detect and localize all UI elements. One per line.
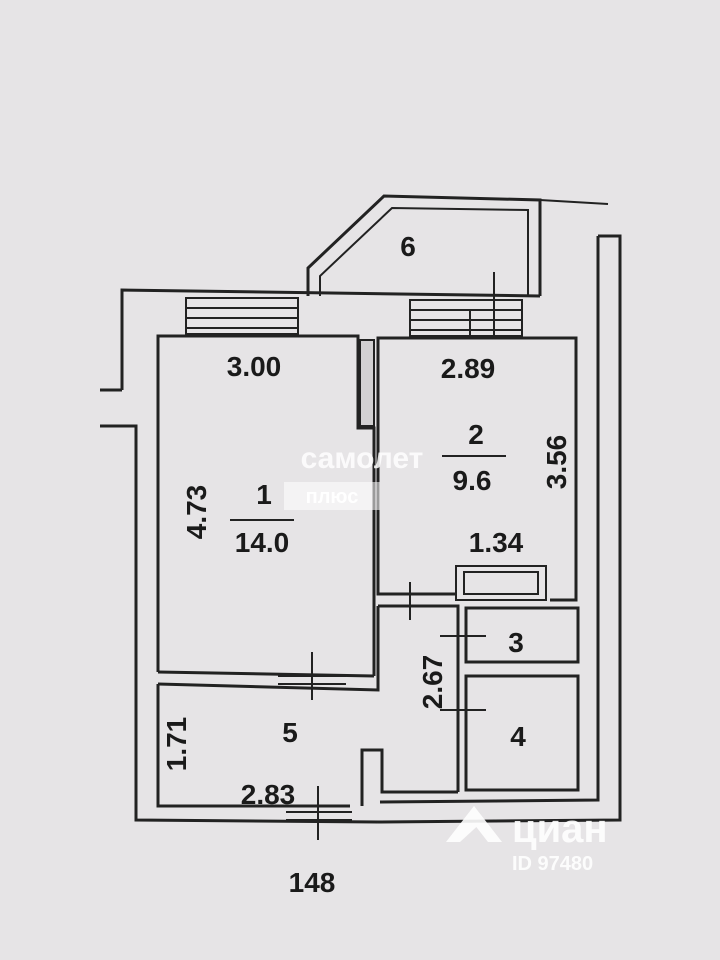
room-2-width-dim: 2.89 <box>441 353 496 384</box>
windows <box>185 297 523 337</box>
samolet-watermark-top: самолет <box>301 442 424 475</box>
room-2-height-dim: 3.56 <box>541 435 572 490</box>
room-1-outline <box>156 334 376 700</box>
room-1-area: 14.0 <box>235 527 290 558</box>
plan-number: 148 <box>289 867 336 898</box>
hall-height-dim: 1.71 <box>161 717 192 772</box>
room-6-number: 6 <box>400 231 416 262</box>
corridor-height-dim: 2.67 <box>417 655 448 710</box>
room-3-number: 3 <box>508 627 524 658</box>
room-1-width-dim: 3.00 <box>227 351 282 382</box>
room-1-number: 1 <box>256 479 272 510</box>
small-rooms-outline <box>156 604 580 840</box>
balcony-outline <box>306 194 609 296</box>
cian-watermark-id: ID 97480 <box>512 853 593 875</box>
room-2-area: 9.6 <box>453 465 492 496</box>
cian-watermark-name: циан <box>512 807 608 851</box>
room-1-height-dim: 4.73 <box>181 485 212 540</box>
room-4-number: 4 <box>510 721 526 752</box>
outer-walls <box>100 234 622 824</box>
samolet-watermark-bottom: плюс <box>306 486 359 508</box>
room-2-number: 2 <box>468 419 484 450</box>
samolet-watermark-badge <box>284 482 380 510</box>
cian-logo-icon <box>446 806 502 842</box>
room-5-number: 5 <box>282 717 298 748</box>
kitchen-unit-dim: 1.34 <box>469 527 524 558</box>
hall-width-dim: 2.83 <box>241 779 296 810</box>
